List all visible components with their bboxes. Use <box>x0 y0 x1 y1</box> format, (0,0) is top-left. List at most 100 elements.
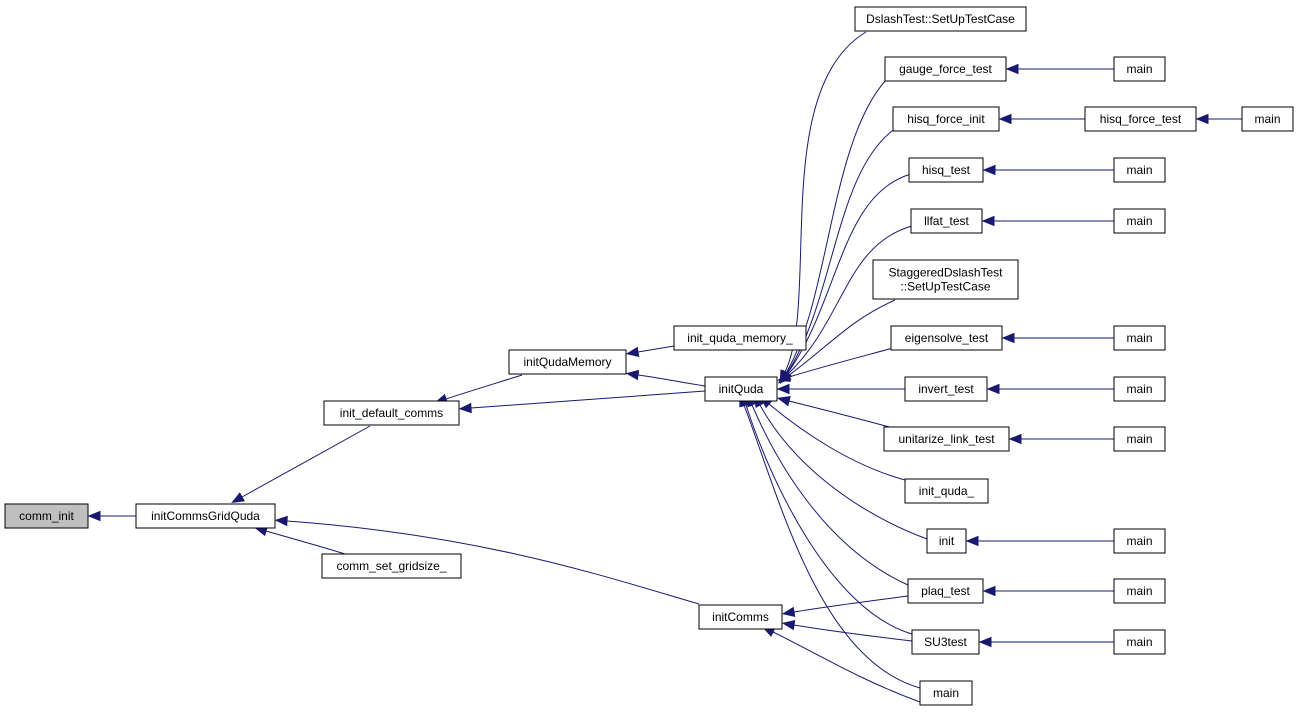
arrowhead <box>998 113 1012 125</box>
node-init-quda-memory-[interactable]: init_quda_memory_ <box>673 325 807 351</box>
node-label: DslashTest::SetUpTestCase <box>866 12 1015 26</box>
edge-SU3test-to-initComms <box>781 619 913 642</box>
node-label: init <box>939 534 955 548</box>
node-initCommsGridQuda[interactable]: initCommsGridQuda <box>135 503 276 529</box>
node-comm-set-gridsize-[interactable]: comm_set_gridsize_ <box>321 553 462 579</box>
arrowhead <box>965 535 979 547</box>
node-label: initQuda <box>719 382 764 396</box>
node-label: initCommsGridQuda <box>151 509 260 523</box>
node-label: main <box>1126 584 1152 598</box>
node-comm-init[interactable]: comm_init <box>4 503 89 529</box>
edge-main_init-to-init <box>965 535 1114 547</box>
arrowhead <box>777 371 791 382</box>
node-label: init_default_comms <box>340 406 443 420</box>
edge-main_invert-to-invert_test <box>986 383 1114 395</box>
node-init-quda-[interactable]: init_quda_ <box>904 478 989 504</box>
node-label: main <box>1126 62 1152 76</box>
node-unitarize-link-test[interactable]: unitarize_link_test <box>883 426 1010 452</box>
arrowhead <box>625 346 640 358</box>
node-main-init[interactable]: main <box>1113 528 1166 554</box>
node-label: hisq_force_init <box>907 112 985 126</box>
node-label: main <box>1254 112 1280 126</box>
arrowhead <box>776 383 790 395</box>
node-StaggeredDslashTest-SetUpTestCase[interactable]: StaggeredDslashTest::SetUpTestCase <box>872 259 1019 300</box>
node-main-plaq[interactable]: main <box>1113 578 1166 604</box>
arrowhead <box>1005 63 1019 75</box>
node-label: main <box>1126 331 1152 345</box>
node-init[interactable]: init <box>926 528 967 554</box>
node-label: StaggeredDslashTest <box>888 266 1003 280</box>
arrowhead <box>982 585 996 597</box>
arrowhead <box>986 383 1000 395</box>
node-label: main <box>1126 432 1152 446</box>
node-label: main <box>1126 163 1152 177</box>
edge-initCommsGridQuda-to-comm_init <box>87 510 136 522</box>
edge-main_su3-to-SU3test <box>978 636 1114 648</box>
node-label: comm_set_gridsize_ <box>336 559 446 573</box>
arrowhead <box>274 515 288 527</box>
edge-init-to-initQuda <box>754 394 928 540</box>
node-label: main <box>1126 214 1152 228</box>
node-hisq-force-test[interactable]: hisq_force_test <box>1084 106 1197 132</box>
node-hisq-test[interactable]: hisq_test <box>908 157 984 183</box>
edge-main_hisq-to-hisq_test <box>982 164 1114 176</box>
node-label: main <box>1126 382 1152 396</box>
nodes-layer: comm_init initCommsGridQuda init_default_c… <box>4 6 1294 706</box>
node-invert-test[interactable]: invert_test <box>904 376 988 402</box>
node-main-bottom[interactable]: main <box>919 680 973 706</box>
node-main-hisq[interactable]: main <box>1113 157 1166 183</box>
node-label: main <box>1126 534 1152 548</box>
edge-main_hisq_force-to-hisq_force_test <box>1195 113 1242 125</box>
edge-initQuda-to-initQudaMemory <box>625 369 706 387</box>
edge-plaq_test-to-initComms <box>781 595 909 618</box>
node-init-default-comms[interactable]: init_default_comms <box>323 400 460 426</box>
node-gauge-force-test[interactable]: gauge_force_test <box>884 56 1007 82</box>
node-main-invert[interactable]: main <box>1113 376 1166 402</box>
node-main-gauge[interactable]: main <box>1113 56 1166 82</box>
node-label: eigensolve_test <box>905 331 989 345</box>
node-label: comm_init <box>19 509 74 523</box>
edge-main_plaq-to-plaq_test <box>982 585 1114 597</box>
node-plaq-test[interactable]: plaq_test <box>907 578 984 604</box>
node-label: main <box>933 686 959 700</box>
edge-init_default_comms-to-initCommsGridQuda <box>231 425 371 503</box>
node-main-eigensolve[interactable]: main <box>1113 325 1166 351</box>
node-main-hisq-force[interactable]: main <box>1241 106 1294 132</box>
node-label: invert_test <box>918 382 974 396</box>
arrowhead <box>625 369 640 381</box>
node-initComms[interactable]: initComms <box>698 604 783 630</box>
node-label: ::SetUpTestCase <box>900 280 990 294</box>
edge-initQudaMemory-to-init_default_comms <box>434 374 523 404</box>
node-hisq-force-init[interactable]: hisq_force_init <box>892 106 1000 132</box>
node-SU3test[interactable]: SU3test <box>911 629 980 655</box>
node-label: SU3test <box>924 635 967 649</box>
node-label: initQudaMemory <box>523 355 611 369</box>
node-DslashTest-SetUpTestCase[interactable]: DslashTest::SetUpTestCase <box>854 6 1027 32</box>
node-label: hisq_force_test <box>1100 112 1182 126</box>
node-initQudaMemory[interactable]: initQudaMemory <box>508 349 627 375</box>
node-label: unitarize_link_test <box>898 432 995 446</box>
arrowhead <box>978 636 992 648</box>
node-label: initComms <box>712 610 769 624</box>
node-label: init_quda_ <box>919 484 975 498</box>
edge-hisq_force_test-to-hisq_force_init <box>998 113 1085 125</box>
edge-unitarize_link_test-to-initQuda <box>777 395 894 429</box>
node-initQuda[interactable]: initQuda <box>704 376 778 402</box>
node-eigensolve-test[interactable]: eigensolve_test <box>890 325 1003 351</box>
node-main-su3[interactable]: main <box>1113 629 1166 655</box>
node-main-llfat[interactable]: main <box>1113 208 1166 234</box>
node-llfat-test[interactable]: llfat_test <box>910 208 983 234</box>
node-label: main <box>1126 635 1152 649</box>
edge-eigensolve_test-to-initQuda <box>777 347 894 382</box>
edge-initQuda-to-init_default_comms <box>458 390 706 414</box>
node-main-unitarize[interactable]: main <box>1113 426 1166 452</box>
arrowhead <box>458 402 472 414</box>
arrowhead <box>1001 332 1015 344</box>
edge-main_gauge-to-gauge_force_test <box>1005 63 1114 75</box>
arrowhead <box>231 492 246 503</box>
arrowhead <box>981 215 995 227</box>
edge-initComms-to-initCommsGridQuda <box>274 515 700 605</box>
edge-main_llfat-to-llfat_test <box>981 215 1114 227</box>
node-label: gauge_force_test <box>899 62 992 76</box>
